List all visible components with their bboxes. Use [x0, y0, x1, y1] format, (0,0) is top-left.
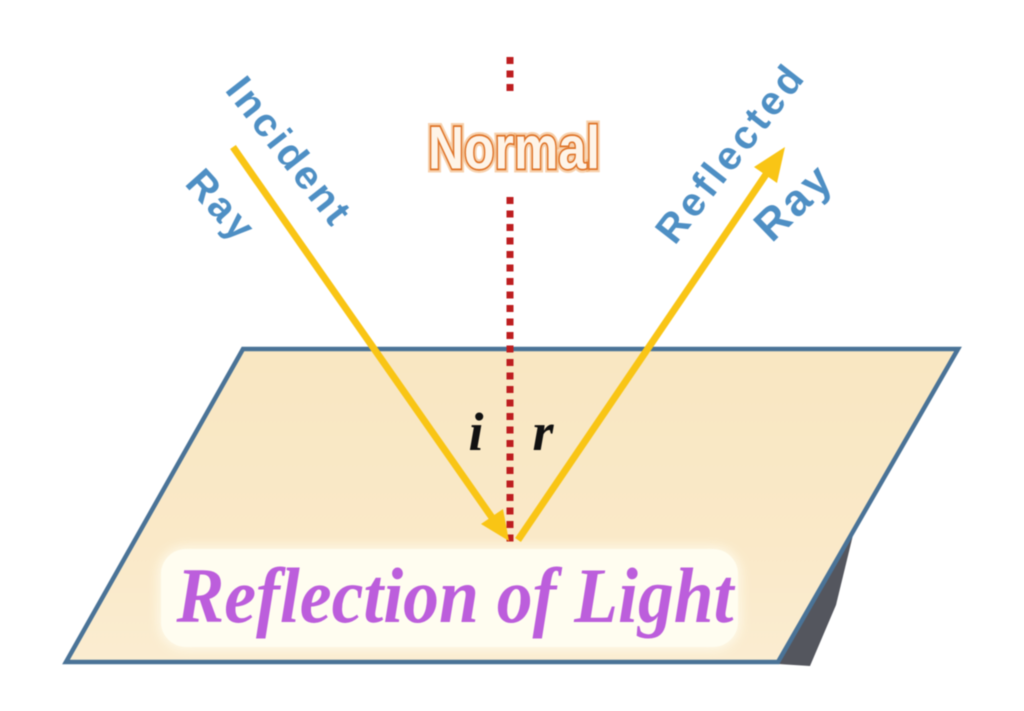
- svg-text:Normal: Normal: [428, 115, 600, 182]
- svg-text:r: r: [532, 402, 554, 462]
- svg-text:Reflection of Light: Reflection of Light: [176, 552, 736, 639]
- svg-text:i: i: [468, 402, 483, 462]
- svg-text:Normal: Normal: [428, 115, 600, 182]
